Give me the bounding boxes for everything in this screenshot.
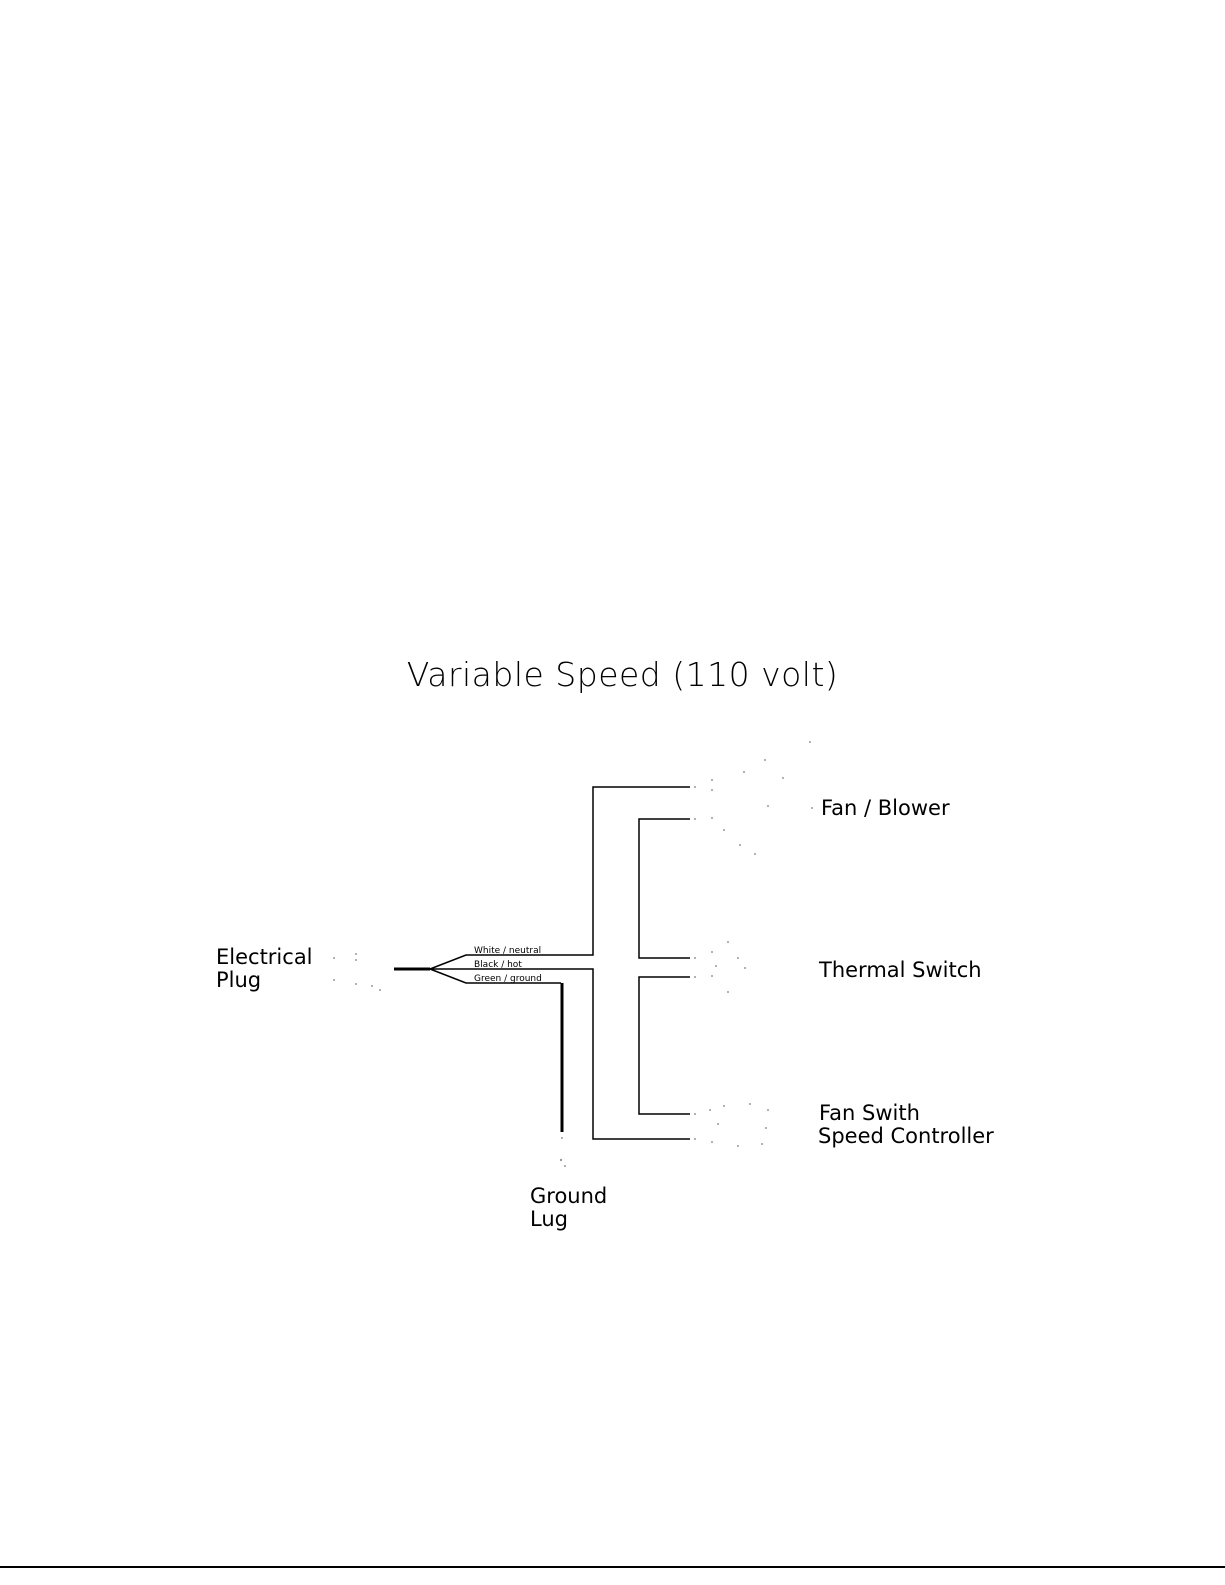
black-wire-label: Black / hot [474, 960, 522, 970]
thermal-to-controller-wire [639, 977, 690, 1114]
speed-controller-label-line2: Speed Controller [818, 1124, 994, 1148]
plug-label-line2: Plug [216, 968, 261, 992]
ground-lug-icon [560, 1137, 566, 1167]
white-wire-label: White / neutral [474, 946, 541, 956]
thermal-switch-label: Thermal Switch [818, 958, 982, 982]
fan-to-thermal-wire [639, 819, 690, 958]
ground-lug-label-line2: Lug [530, 1207, 568, 1231]
speed-controller-label-line1: Fan Swith [819, 1101, 920, 1125]
thermal-switch-icon [694, 941, 746, 993]
page-bottom-rule [0, 1566, 1225, 1568]
speed-controller-icon [694, 1103, 769, 1147]
plug-icon [333, 953, 381, 991]
green-wire-label: Green / ground [474, 974, 542, 984]
fan-blower-label: Fan / Blower [821, 796, 950, 820]
ground-lug-label-line1: Ground [530, 1184, 607, 1208]
fan-blower-icon [694, 741, 813, 855]
white-neutral-wire [430, 787, 690, 969]
plug-label-line1: Electrical [216, 945, 313, 969]
